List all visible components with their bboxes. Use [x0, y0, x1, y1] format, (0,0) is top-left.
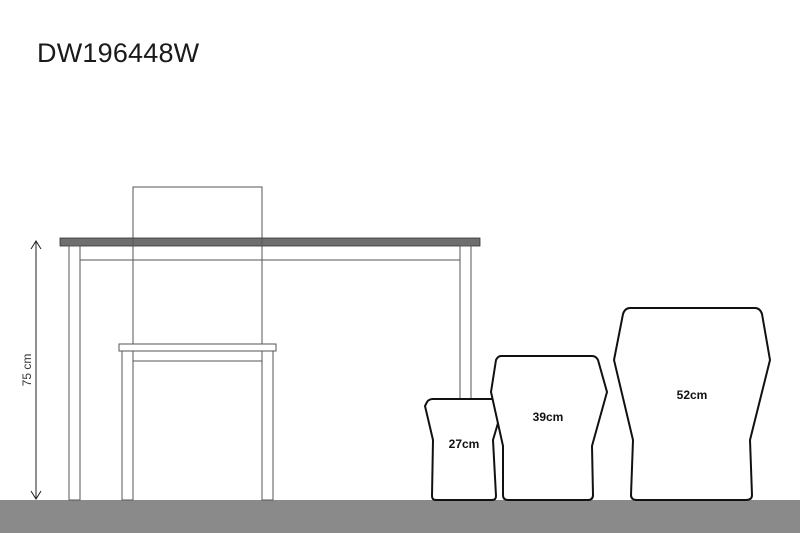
height-dimension-label: 75 cm	[20, 354, 34, 387]
planter-large-label: 52cm	[677, 388, 708, 402]
arrow-down-icon	[30, 490, 42, 500]
height-dimension	[30, 240, 42, 500]
ground-floor	[0, 500, 800, 533]
chair-backrest	[132, 186, 263, 240]
chair-leg-left	[121, 350, 134, 501]
planter-small-label: 27cm	[449, 437, 480, 451]
table-leg-right	[459, 245, 472, 401]
product-code-title: DW196448W	[37, 38, 200, 68]
planter-medium-label: 39cm	[533, 410, 564, 424]
table-leg-left	[68, 245, 81, 501]
planter-large: 52cm	[612, 307, 772, 501]
arrow-up-icon	[30, 240, 42, 250]
planter-medium: 39cm	[489, 355, 609, 501]
chair-leg-right	[261, 350, 274, 501]
planter-small: 27cm	[423, 398, 505, 501]
chair-seat	[118, 343, 277, 352]
table-frame	[68, 245, 472, 501]
table-top	[59, 237, 481, 247]
chair	[118, 239, 277, 501]
